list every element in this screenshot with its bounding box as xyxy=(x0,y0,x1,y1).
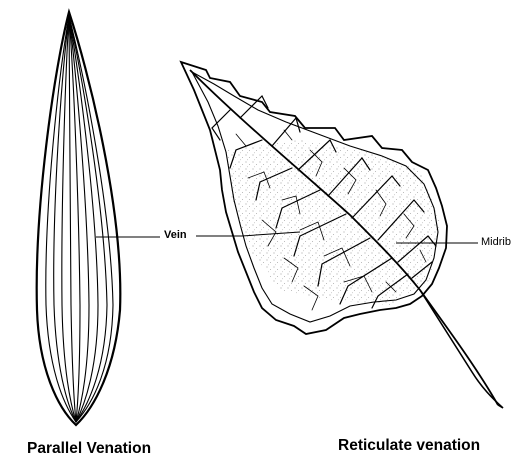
vein-label: Vein xyxy=(164,229,187,241)
petiole xyxy=(419,289,504,409)
midrib-label: Midrib xyxy=(481,236,511,248)
reticulate-leaf-outline xyxy=(179,60,448,335)
parallel-veins xyxy=(45,15,114,423)
parallel-leaf-outline xyxy=(35,8,122,427)
midrib xyxy=(189,69,499,406)
vein-network xyxy=(235,129,427,311)
reticulate-venation-caption: Reticulate venation xyxy=(338,437,481,454)
parallel-venation-caption: Parallel Venation xyxy=(27,440,152,457)
reticulate-leaf xyxy=(179,60,504,409)
lateral-veins xyxy=(211,94,437,309)
leaf-shading xyxy=(226,140,440,305)
vein-pointer-line xyxy=(241,231,301,237)
inner-margin xyxy=(190,70,439,323)
parallel-leaf xyxy=(35,8,122,427)
